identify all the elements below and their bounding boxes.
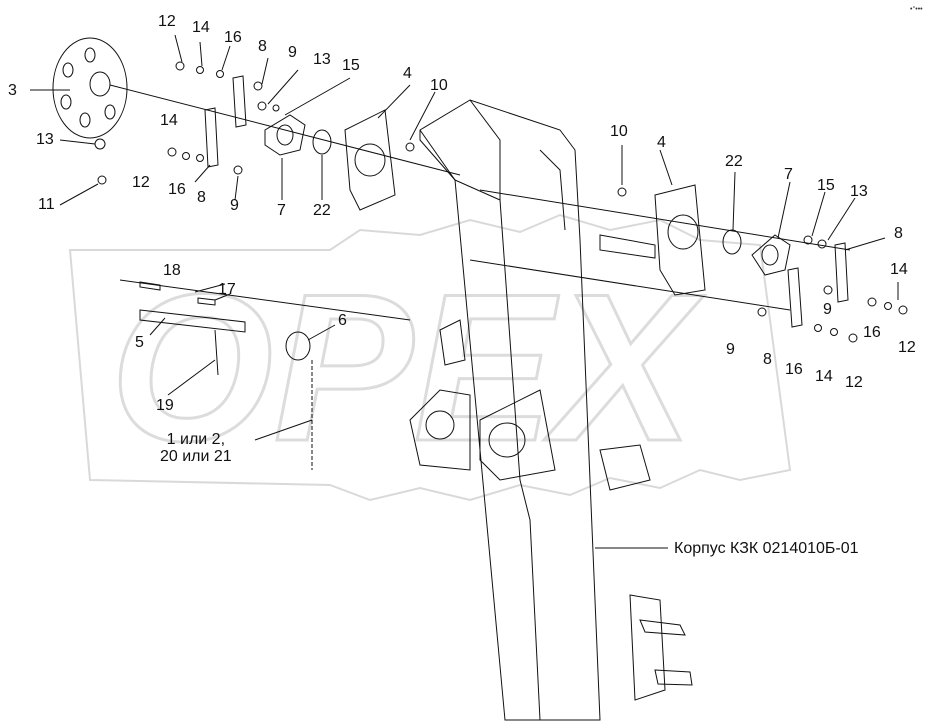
callout-label: 11 bbox=[38, 196, 55, 213]
callout-label: 3 bbox=[8, 82, 17, 99]
callout-label: 15 bbox=[342, 57, 360, 74]
callout-label: 15 bbox=[817, 177, 835, 194]
callout-label: 12 bbox=[158, 13, 176, 30]
variant-caption: 1 или 2, 20 или 21 bbox=[160, 431, 232, 466]
callout-label: 5 bbox=[135, 334, 144, 351]
callout-label: 9 bbox=[288, 44, 297, 61]
callout-label: 8 bbox=[258, 38, 267, 55]
callout-label: 16 bbox=[168, 181, 186, 198]
callout-label: 12 bbox=[132, 174, 150, 191]
housing-label: Корпус КЗК 0214010Б-01 bbox=[674, 540, 859, 557]
variant-caption-line2: 20 или 21 bbox=[160, 447, 232, 465]
callout-label: 13 bbox=[850, 183, 868, 200]
assembly-lines bbox=[30, 34, 908, 721]
sprocket-part-6 bbox=[285, 331, 311, 361]
callout-label: 18 bbox=[163, 262, 181, 279]
callout-label: 13 bbox=[36, 131, 54, 148]
callout-label: 4 bbox=[657, 134, 666, 151]
variant-caption-line1: 1 или 2, bbox=[166, 431, 226, 448]
callout-label: 4 bbox=[403, 65, 412, 82]
callout-label: 14 bbox=[160, 112, 178, 129]
plate-part-4-right bbox=[654, 184, 706, 296]
callout-label: 12 bbox=[845, 374, 863, 391]
callout-label: 9 bbox=[726, 341, 735, 358]
callout-label: 7 bbox=[784, 166, 793, 183]
pulley-part-3 bbox=[52, 37, 128, 139]
plate-part-4-left bbox=[344, 109, 396, 211]
callout-label: 14 bbox=[815, 368, 833, 385]
callout-label: 10 bbox=[430, 77, 448, 94]
callout-label: 9 bbox=[230, 197, 239, 214]
callout-label: 10 bbox=[610, 123, 628, 140]
callout-label: 16 bbox=[785, 361, 803, 378]
bearing-part-7-right bbox=[751, 234, 791, 276]
callout-label: 19 bbox=[156, 397, 174, 414]
callout-label: 22 bbox=[725, 153, 743, 170]
callout-label: 16 bbox=[863, 324, 881, 341]
callout-label: 6 bbox=[338, 312, 347, 329]
callout-label: 14 bbox=[192, 19, 210, 36]
callout-label: 14 bbox=[890, 261, 908, 278]
shaft-part-5 bbox=[139, 309, 246, 333]
upper-axis-line bbox=[109, 84, 461, 176]
callout-label: 8 bbox=[197, 189, 206, 206]
shaft-axis-line bbox=[119, 279, 411, 321]
bearing-part-22-right bbox=[722, 229, 742, 255]
callout-label: 13 bbox=[313, 51, 331, 68]
callout-label: 7 bbox=[277, 202, 286, 219]
callout-label: 16 bbox=[224, 29, 242, 46]
callout-label: 8 bbox=[763, 351, 772, 368]
frame-beam bbox=[419, 99, 601, 721]
callout-label: 22 bbox=[313, 202, 331, 219]
callout-label: 8 bbox=[894, 225, 903, 242]
callout-label: 17 bbox=[218, 281, 236, 298]
bearing-part-7-left bbox=[264, 114, 306, 156]
callout-label: 9 bbox=[823, 301, 832, 318]
bearing-part-22-left bbox=[312, 129, 332, 155]
corner-mark: •°••• bbox=[910, 6, 923, 13]
callout-label: 12 bbox=[898, 339, 916, 356]
